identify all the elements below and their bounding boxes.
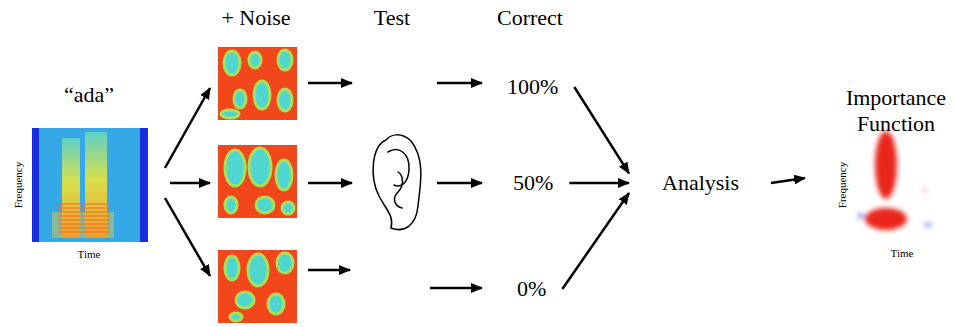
connector-arrow — [574, 87, 629, 173]
harmonic — [58, 211, 110, 213]
arrow — [165, 198, 210, 276]
connector-arrow — [562, 193, 629, 289]
arrow — [437, 82, 482, 85]
spectrogram-edge — [32, 128, 39, 242]
harmonic — [58, 203, 110, 205]
arrow — [308, 82, 352, 85]
ear-outline — [373, 135, 421, 230]
map-title: Importance Function — [835, 85, 957, 137]
blob — [278, 89, 292, 111]
arrow — [430, 287, 482, 290]
arrow — [170, 182, 210, 185]
importance-blob — [865, 208, 907, 230]
text-node: 100% — [493, 72, 572, 102]
blob — [221, 110, 239, 118]
text-node: Analysis — [632, 168, 769, 198]
blob — [225, 150, 245, 186]
column-heading: Correct — [497, 5, 563, 31]
figure-panel: Importance FunctionFrequencyTime — [808, 85, 957, 270]
ear-drawing — [373, 135, 421, 230]
column-heading: + Noise — [221, 5, 290, 31]
blob — [282, 202, 294, 214]
harmonic — [58, 223, 110, 225]
harmonic — [58, 219, 110, 221]
importance-blob — [922, 187, 928, 193]
blob — [276, 160, 292, 190]
blob — [249, 148, 271, 186]
blob — [234, 90, 246, 108]
ear-fold — [388, 150, 409, 186]
figure-panel: “ada” FrequencyTime — [0, 82, 160, 272]
arrow — [308, 269, 350, 272]
arrow — [437, 182, 482, 185]
blob — [225, 197, 237, 213]
harmonic — [58, 215, 110, 217]
ear-fold — [395, 172, 403, 208]
noisy-spectrogram — [218, 145, 297, 218]
text-node: 50% — [499, 168, 567, 198]
noise-blobs — [225, 148, 294, 214]
spectrogram-band — [85, 132, 107, 238]
noisy-spectrogram — [218, 250, 297, 323]
axis-label: Frequency — [836, 162, 849, 208]
blob — [278, 50, 292, 70]
harmonic — [58, 227, 110, 229]
blob — [230, 313, 242, 321]
text-node: 0% — [503, 274, 560, 304]
arrow — [165, 88, 210, 168]
score-label: 100% — [507, 74, 558, 100]
word-title: “ada” — [64, 82, 114, 108]
score-label: 0% — [517, 276, 546, 302]
harmonic — [58, 207, 110, 209]
blob — [268, 294, 284, 314]
process-label: Analysis — [662, 170, 739, 196]
importance-blobs — [857, 131, 932, 230]
blob — [224, 51, 240, 75]
axis-label: Time — [78, 248, 101, 261]
spectrogram — [32, 128, 148, 242]
connector-arrow — [569, 182, 629, 185]
blob — [236, 292, 254, 308]
spectrogram-band — [62, 138, 80, 238]
score-label: 50% — [513, 170, 553, 196]
noise-blobs — [225, 253, 293, 321]
column-heading: Test — [374, 5, 410, 31]
blob — [254, 81, 270, 109]
connector-arrow — [771, 178, 805, 183]
importance-blob — [875, 131, 897, 199]
importance-blob — [857, 213, 865, 219]
harmonic — [58, 231, 110, 233]
blob — [248, 254, 268, 286]
axis-label: Time — [891, 247, 914, 260]
noisy-spectrogram — [218, 47, 297, 120]
blob — [256, 197, 274, 213]
axis-label: Frequency — [12, 162, 25, 208]
noise-blobs — [221, 50, 292, 118]
blob — [225, 256, 239, 280]
harmonic-stripes — [58, 204, 110, 232]
spectrogram-edge — [140, 128, 148, 242]
blob — [277, 253, 293, 273]
importance-blob — [924, 222, 932, 228]
blob — [249, 52, 261, 68]
importance-map — [855, 130, 950, 240]
arrow — [308, 182, 352, 185]
